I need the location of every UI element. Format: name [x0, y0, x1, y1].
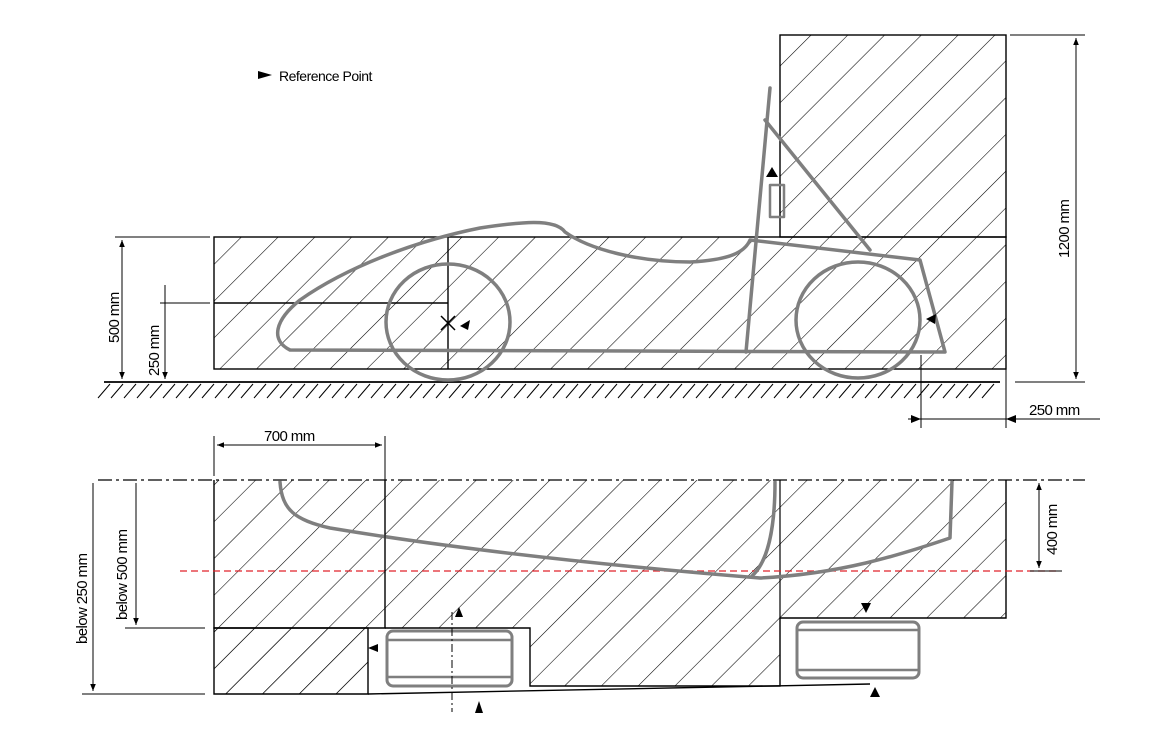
ground-hatch-tick — [851, 383, 865, 399]
ground-hatch-tick — [149, 383, 163, 399]
dim-700-label: 700 mm — [264, 428, 315, 445]
ground-hatch-tick — [903, 383, 917, 399]
reference-arrow — [460, 320, 470, 330]
ground-hatch-tick — [695, 383, 709, 399]
reference-arrow-legend-icon — [258, 71, 272, 79]
ground-hatch-tick — [123, 383, 137, 399]
ground-hatch-tick — [929, 383, 943, 399]
ground-hatch-tick — [838, 383, 852, 399]
reference-arrow — [766, 167, 778, 177]
dim-below-250-label: below 250 mm — [74, 554, 91, 644]
dim-below-500-label: below 500 mm — [114, 530, 131, 620]
ground-hatching — [97, 383, 995, 399]
ground-hatch-tick — [435, 383, 449, 399]
ground-hatch-tick — [552, 383, 566, 399]
ground-hatch-tick — [734, 383, 748, 399]
reference-arrow — [926, 314, 936, 324]
ground-hatch-tick — [370, 383, 384, 399]
ground-hatch-tick — [279, 383, 293, 399]
ground-hatch-tick — [630, 383, 644, 399]
ground-hatch-tick — [890, 383, 904, 399]
ground-hatch-tick — [591, 383, 605, 399]
ground-hatch-tick — [396, 383, 410, 399]
ground-hatch-tick — [773, 383, 787, 399]
ground-hatch-tick — [578, 383, 592, 399]
ground-hatch-tick — [786, 383, 800, 399]
ground-hatch-tick — [799, 383, 813, 399]
ground-hatch-tick — [955, 383, 969, 399]
ground-hatch-tick — [474, 383, 488, 399]
ground-hatch-tick — [500, 383, 514, 399]
ground-hatch-tick — [461, 383, 475, 399]
ground-hatch-tick — [292, 383, 306, 399]
car-plan-outline — [278, 480, 954, 688]
ground-hatch-tick — [604, 383, 618, 399]
ground-hatch-tick — [344, 383, 358, 399]
ground-hatch-tick — [708, 383, 722, 399]
ground-hatch-tick — [331, 383, 345, 399]
ground-hatch-tick — [656, 383, 670, 399]
ground-hatch-tick — [162, 383, 176, 399]
ground-hatch-tick — [864, 383, 878, 399]
ground-hatch-tick — [240, 383, 254, 399]
ground-hatch-tick — [253, 383, 267, 399]
ground-hatch-tick — [188, 383, 202, 399]
ground-hatch-tick — [721, 383, 735, 399]
ground-hatch-tick — [747, 383, 761, 399]
front-lower-zone — [213, 627, 369, 695]
reference-point-cross — [440, 315, 456, 331]
upper-hatched-zone — [779, 34, 1007, 238]
ground-hatch-tick — [643, 383, 657, 399]
reference-markers-side — [440, 167, 936, 331]
ground-hatch-tick — [825, 383, 839, 399]
ground-hatch-tick — [305, 383, 319, 399]
dim-500-label: 500 mm — [106, 292, 123, 343]
ground-hatch-tick — [669, 383, 683, 399]
ground-hatch-tick — [877, 383, 891, 399]
ground-hatch-tick — [526, 383, 540, 399]
ground-hatch-tick — [110, 383, 124, 399]
ground-hatch-tick — [448, 383, 462, 399]
ground-hatch-tick — [227, 383, 241, 399]
ground-hatch-tick — [357, 383, 371, 399]
ground-hatch-tick — [981, 383, 995, 399]
ground-hatch-tick — [942, 383, 956, 399]
ground-hatch-tick — [136, 383, 150, 399]
reference-markers-plan — [368, 603, 880, 713]
ground-hatch-tick — [97, 383, 111, 399]
ground-hatch-tick — [409, 383, 423, 399]
ground-hatch-tick — [487, 383, 501, 399]
ground-hatch-tick — [968, 383, 982, 399]
dim-1200-label: 1200 mm — [1056, 200, 1073, 258]
ground-hatch-tick — [916, 383, 930, 399]
ground-hatch-tick — [175, 383, 189, 399]
ground-hatch-tick — [201, 383, 215, 399]
ground-hatch-tick — [214, 383, 228, 399]
ground-hatch-tick — [682, 383, 696, 399]
plan-view: 700 mm below 250 mm below 500 mm 400 mm — [74, 428, 1085, 713]
ground-hatch-tick — [318, 383, 332, 399]
car-side-outline — [275, 86, 947, 382]
ground-hatch-tick — [565, 383, 579, 399]
ground-hatch-tick — [539, 383, 553, 399]
reference-point-legend: Reference Point — [279, 68, 373, 84]
ground-hatch-tick — [422, 383, 436, 399]
side-view: Reference Point 500 mm 250 mm 1200 mm 25… — [97, 34, 1100, 428]
ground-hatch-tick — [513, 383, 527, 399]
dim-400-label: 400 mm — [1044, 504, 1061, 555]
ground-hatch-tick — [812, 383, 826, 399]
ground-hatch-tick — [617, 383, 631, 399]
ground-hatch-tick — [266, 383, 280, 399]
dim-250-label: 250 mm — [146, 325, 163, 376]
ground-hatch-tick — [383, 383, 397, 399]
dim-250-horizontal-label: 250 mm — [1029, 402, 1080, 419]
ground-hatch-tick — [760, 383, 774, 399]
